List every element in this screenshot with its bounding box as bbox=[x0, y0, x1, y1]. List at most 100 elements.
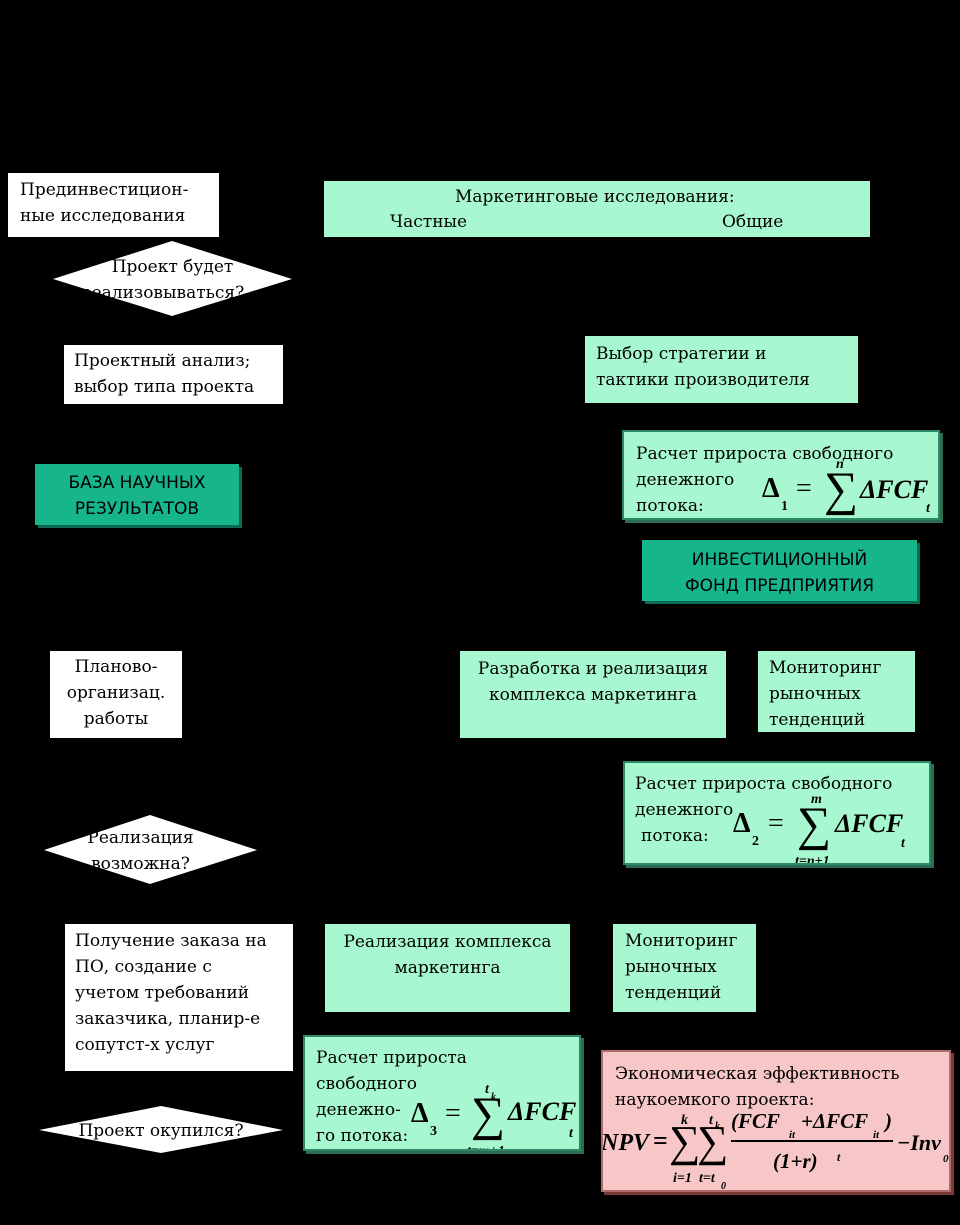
realization-line-1: Реализация комплекса bbox=[343, 932, 552, 952]
efficiency-power: t bbox=[837, 1150, 841, 1164]
efficiency-minus-sub: 0 bbox=[943, 1153, 949, 1165]
order-box: Получение заказа на ПО, создание с учето… bbox=[65, 924, 293, 1071]
planning-line-3: работы bbox=[83, 709, 149, 729]
monitoring1-line-1: Мониторинг bbox=[769, 658, 882, 678]
order-line-2: ПО, создание с bbox=[75, 957, 212, 977]
calc3-line-2: свободного bbox=[316, 1074, 417, 1094]
economic-efficiency-box: Экономическая эффективность наукоемкого … bbox=[601, 1050, 951, 1192]
calc3-sum-upper: t bbox=[485, 1082, 489, 1097]
efficiency-minus-inv: −Inv bbox=[897, 1130, 941, 1155]
calc2-term: ΔFCF bbox=[835, 809, 904, 838]
calc1-sum-lower: t=1 bbox=[826, 512, 845, 518]
calc3-sigma: ∑ bbox=[471, 1088, 506, 1141]
efficiency-denominator: (1+r) bbox=[773, 1149, 818, 1173]
efficiency-line-2: наукоемкого проекта: bbox=[615, 1090, 815, 1110]
decision2-diamond-shape bbox=[44, 815, 257, 884]
strategy-line-2: тактики производителя bbox=[596, 370, 810, 390]
efficiency-sum1-lower: i=1 bbox=[673, 1171, 692, 1186]
science-base-box: БАЗА НАУЧНЫХ РЕЗУЛЬТАТОВ bbox=[35, 464, 239, 525]
calc3-equals: = bbox=[445, 1098, 461, 1129]
calc2-line-3: потока: bbox=[641, 826, 709, 846]
efficiency-close-paren: ) bbox=[885, 1109, 892, 1133]
investment-fund-box: ИНВЕСТИЦИОННЫЙ ФОНД ПРЕДПРИЯТИЯ bbox=[642, 540, 917, 601]
efficiency-numerator: (FCF bbox=[731, 1109, 781, 1133]
calc1-term: ΔFCF bbox=[860, 475, 929, 504]
efficiency-sum2-upper: t bbox=[709, 1113, 713, 1128]
decision-realization-possible: Реализация возможна? bbox=[43, 815, 258, 885]
calc3-term: ΔFCF bbox=[508, 1097, 577, 1126]
decision3-diamond-shape bbox=[39, 1106, 283, 1153]
calc3-sum-upper-sub: k bbox=[491, 1092, 496, 1103]
calc3-line-4: го потока: bbox=[316, 1126, 409, 1146]
marketing-complex-box: Разработка и реализация комплекса маркет… bbox=[460, 651, 726, 738]
efficiency-line-1: Экономическая эффективность bbox=[615, 1064, 900, 1084]
cash-flow-calc-3: Расчет прироста свободного денежно- го п… bbox=[303, 1035, 581, 1151]
calc1-line-1: Расчет прироста свободного bbox=[636, 444, 894, 464]
preinvest-line-2: ные исследования bbox=[20, 206, 186, 226]
efficiency-sigma-2: ∑ bbox=[697, 1117, 729, 1166]
calc2-equals: = bbox=[768, 808, 784, 839]
monitoring2-line-1: Мониторинг bbox=[625, 931, 738, 951]
decision2-line-2: возможна? bbox=[91, 854, 190, 874]
efficiency-sum2-lower-sub: 0 bbox=[721, 1181, 726, 1192]
marketing-research-box: Маркетинговые исследования: Частные Общи… bbox=[324, 181, 870, 237]
efficiency-fraction-bar bbox=[731, 1140, 893, 1142]
efficiency-sum1-upper: k bbox=[681, 1113, 688, 1128]
monitoring-box-1: Мониторинг рыночных тенденций bbox=[758, 651, 915, 732]
decision1-line-1: Проект будет bbox=[111, 257, 234, 277]
project-analysis-line-2: выбор типа проекта bbox=[74, 377, 255, 397]
realization-box: Реализация комплекса маркетинга bbox=[325, 924, 570, 1012]
order-line-1: Получение заказа на bbox=[75, 931, 267, 951]
science-base-line-1: БАЗА НАУЧНЫХ bbox=[68, 473, 206, 493]
project-analysis-box: Проектный анализ; выбор типа проекта bbox=[64, 345, 283, 404]
project-analysis-line-1: Проектный анализ; bbox=[74, 351, 251, 371]
decision1-line-2: реализовываться? bbox=[80, 283, 245, 303]
decision-will-be-implemented: Проект будет реализовываться? bbox=[52, 241, 293, 317]
efficiency-equals: = bbox=[653, 1126, 668, 1155]
efficiency-numerator-sub: it bbox=[789, 1129, 796, 1141]
marketing-research-private: Частные bbox=[390, 212, 468, 232]
decision2-line-1: Реализация bbox=[87, 828, 194, 848]
calc2-sum-upper: m bbox=[811, 792, 822, 807]
calc1-sigma: ∑ bbox=[824, 463, 859, 516]
calc1-line-3: потока: bbox=[636, 496, 704, 516]
calc1-line-2: денежного bbox=[636, 470, 735, 490]
planning-line-1: Планово- bbox=[74, 657, 158, 677]
planning-line-2: организац. bbox=[66, 683, 166, 703]
calc1-term-sub: t bbox=[926, 501, 930, 516]
cash-flow-calc-2: Расчет прироста свободного денежного пот… bbox=[623, 761, 931, 865]
preinvest-line-1: Прединвестицион- bbox=[20, 180, 189, 200]
calc3-sum-lower: t=m+1 bbox=[467, 1139, 505, 1149]
calc2-term-sub: t bbox=[901, 836, 905, 851]
monitoring2-line-2: рыночных bbox=[625, 957, 717, 977]
calc2-delta-sub: 2 bbox=[752, 834, 759, 849]
calc1-delta-sub: 1 bbox=[781, 499, 788, 514]
calc2-line-1: Расчет прироста свободного bbox=[635, 774, 893, 794]
investment-fund-line-1: ИНВЕСТИЦИОННЫЙ bbox=[691, 550, 868, 570]
calc1-equals: = bbox=[796, 473, 812, 504]
calc3-term-sub: t bbox=[569, 1126, 573, 1141]
efficiency-plus-sub: it bbox=[873, 1129, 880, 1141]
decision-diamond-shape bbox=[53, 241, 292, 316]
preinvest-box: Прединвестицион- ные исследования bbox=[8, 173, 219, 237]
calc3-line-3: денежно- bbox=[316, 1100, 401, 1120]
calc3-line-1: Расчет прироста bbox=[316, 1048, 467, 1068]
realization-line-2: маркетинга bbox=[394, 958, 501, 978]
monitoring2-line-3: тенденций bbox=[625, 983, 722, 1003]
efficiency-sum2-upper-sub: k bbox=[715, 1121, 720, 1132]
monitoring1-line-2: рыночных bbox=[769, 684, 861, 704]
investment-fund-line-2: ФОНД ПРЕДПРИЯТИЯ bbox=[684, 576, 875, 596]
monitoring1-line-3: тенденций bbox=[769, 710, 866, 730]
order-line-3: учетом требований bbox=[75, 983, 250, 1003]
efficiency-plus-term: +ΔFCF bbox=[801, 1109, 869, 1133]
decision-project-paid-off: Проект окупился? bbox=[38, 1106, 284, 1154]
marketing-research-general: Общие bbox=[722, 212, 784, 232]
planning-box: Планово- организац. работы bbox=[50, 651, 182, 738]
calc2-line-2: денежного bbox=[635, 800, 734, 820]
science-base-line-2: РЕЗУЛЬТАТОВ bbox=[74, 499, 200, 519]
calc3-delta-sub: 3 bbox=[430, 1124, 437, 1139]
calc1-sum-upper: n bbox=[836, 457, 844, 472]
calc2-sigma: ∑ bbox=[797, 798, 832, 851]
calc3-delta: Δ bbox=[411, 1098, 429, 1129]
marketing-complex-line-2: комплекса маркетинга bbox=[489, 685, 697, 705]
